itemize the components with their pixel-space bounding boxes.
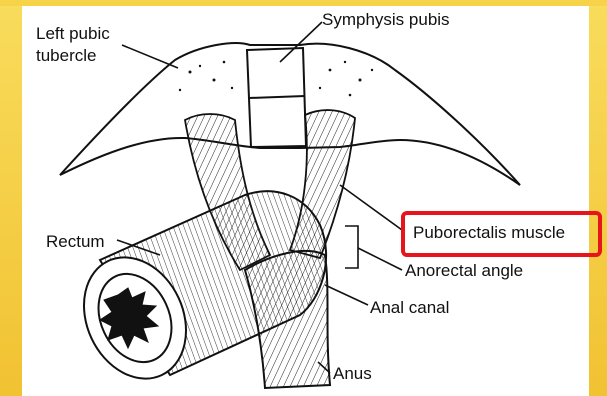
label-anal-canal: Anal canal: [370, 298, 449, 318]
label-left-pubic-tubercle-line1: Left pubic: [36, 24, 110, 44]
anal-canal: [245, 251, 330, 388]
label-left-pubic-tubercle-line2: tubercle: [36, 46, 96, 66]
label-rectum: Rectum: [46, 232, 105, 252]
symphysis-block: [247, 48, 306, 147]
highlight-box-puborectalis: [401, 211, 602, 257]
label-anus: Anus: [333, 364, 372, 384]
label-anorectal-angle: Anorectal angle: [405, 261, 523, 281]
label-symphysis-pubis: Symphysis pubis: [322, 10, 450, 30]
